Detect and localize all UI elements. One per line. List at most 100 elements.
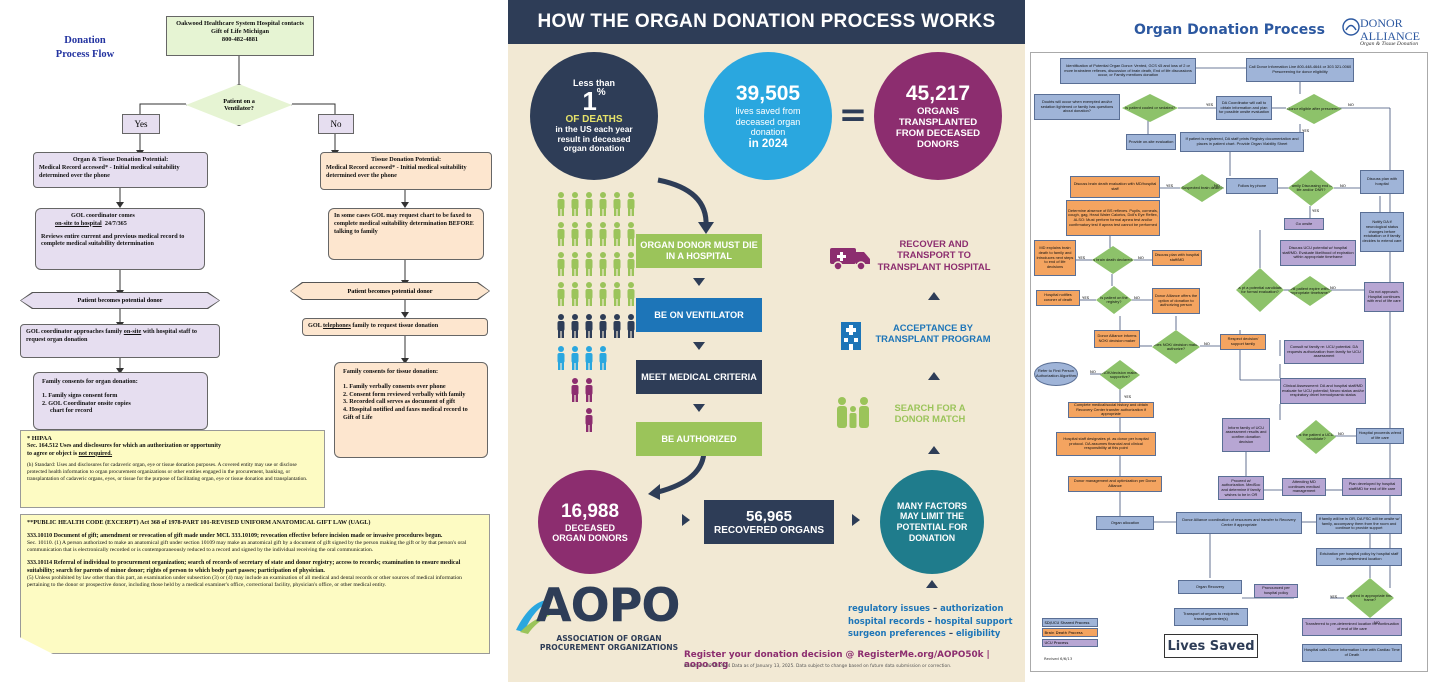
node-call-donor-line: Call Donor Information Line 800-448-4644… bbox=[1246, 58, 1354, 82]
gol-review-text: Reviews entire current and previous medi… bbox=[41, 232, 185, 248]
footnote: Based on OPTN 2024 Data as of January 13… bbox=[684, 664, 952, 669]
node-offers-option: Donor Alliance offers the option of dona… bbox=[1152, 288, 1200, 314]
lives-saved-box: Lives Saved bbox=[1164, 634, 1258, 658]
organ-tissue-potential-title: Organ & Tissue Donation Potential: bbox=[72, 156, 169, 163]
donation-process-title: Donation Process Flow bbox=[55, 35, 115, 60]
yes-label: Yes bbox=[122, 114, 160, 134]
lives-saved-circle: 39,505 lives saved from deceased organ d… bbox=[704, 52, 832, 180]
arrow-up-4 bbox=[926, 580, 938, 588]
legend-ucu: UCU Process bbox=[1042, 638, 1098, 648]
node-go-onsite: Go onsite bbox=[1284, 218, 1324, 230]
yes-label-6: YES bbox=[1082, 295, 1090, 300]
organ-donation-process-title: Organ Donation Process bbox=[1134, 22, 1325, 38]
flowchart-frame bbox=[1030, 52, 1428, 672]
yes-label-5: YES bbox=[1078, 255, 1086, 260]
chart-fax-box: In some cases GOL may request chart to b… bbox=[328, 208, 484, 260]
c3-text: ORGANS TRANSPLANTED FROM DECEASED DONORS bbox=[895, 105, 981, 151]
telephone-family-box: GOL telephones family to request tissue … bbox=[302, 318, 488, 336]
aopo-subtitle: ASSOCIATION OF ORGAN PROCUREMENT ORGANIZ… bbox=[539, 634, 679, 653]
tissue-consent-item-1: 1. Family verbally consents over phone bbox=[343, 382, 446, 390]
c4-number: 16,988 bbox=[560, 500, 620, 522]
no-label-4: NO bbox=[1340, 183, 1346, 188]
node-md-explains: MD explains brain death to family and in… bbox=[1034, 240, 1076, 276]
step-acceptance: ACCEPTANCE BY TRANSPLANT PROGRAM bbox=[875, 322, 991, 345]
factor-authorization: authorization bbox=[940, 603, 1004, 613]
many-factors-circle: MANY FACTORS MAY LIMIT THE POTENTIAL FOR… bbox=[880, 470, 984, 574]
aopo-swoosh-icon bbox=[516, 599, 552, 634]
code-p2-title: 333.10114 Referral of individual to proc… bbox=[27, 560, 461, 574]
logo-donor: DONOR bbox=[1360, 16, 1403, 30]
gol-line-b-wrap: on-site to hospital 24/7/365 bbox=[41, 220, 199, 228]
hospital-building-icon bbox=[841, 322, 861, 350]
node-follow-by-phone: Follow by phone bbox=[1226, 178, 1278, 194]
donor-alliance-panel: Organ Donation Process DONOR ALLIANCE Or… bbox=[1030, 0, 1438, 682]
tissue-potential-box: Tissue Donation Potential: Medical Recor… bbox=[320, 152, 492, 190]
factor-surgeon: surgeon preferences bbox=[848, 628, 946, 639]
factor-dash-3: – bbox=[948, 628, 954, 639]
yes-label-2: YES bbox=[1302, 128, 1310, 133]
node-da-coordination: Donor Alliance coordination of resources… bbox=[1176, 512, 1302, 534]
aopo-logo: AOPO bbox=[536, 578, 681, 632]
node-discuss-plan-staff: Discuss plan with hospital staff/MD bbox=[1152, 250, 1202, 266]
c3-number: 45,217 bbox=[905, 81, 971, 105]
recovered-text: RECOVERED ORGANS bbox=[713, 524, 824, 536]
yes-potential-donor-hex: Patient becomes potential donor bbox=[20, 292, 220, 309]
family-icon bbox=[837, 397, 869, 428]
gol-hours-text: 24/7/365 bbox=[104, 219, 127, 227]
approach-b: on-site bbox=[123, 328, 142, 335]
gol-coordinator-onsite-box: GOL coordinator comes on-site to hospita… bbox=[35, 208, 205, 270]
approach-a: GOL coordinator approaches family bbox=[26, 328, 123, 335]
approach-c: with hospital staff to request organ don… bbox=[26, 328, 197, 343]
yes-label-3: YES bbox=[1166, 183, 1174, 188]
node-first-person: Refer to First Person Authorization Algo… bbox=[1034, 362, 1078, 386]
gol-onsite-text: on-site to hospital bbox=[55, 219, 102, 227]
arrow-up-2 bbox=[928, 372, 940, 380]
equals-sign: = bbox=[838, 95, 868, 135]
node-complete-history: Complete medical/social history and obta… bbox=[1068, 402, 1154, 418]
tel-a: GOL bbox=[308, 322, 322, 329]
yes-label-11: NO bbox=[1330, 285, 1336, 290]
node-family-in-or: If family will be in OR, DA FSC will be … bbox=[1316, 514, 1402, 534]
no-label-7: NO bbox=[1204, 341, 1210, 346]
legend-brain-death: Brain Death Process bbox=[1042, 628, 1098, 638]
code-p1-title: 333.10110 Document of gift; amendment or… bbox=[27, 532, 443, 539]
node-organ-recovery: Organ Recovery bbox=[1178, 580, 1242, 594]
node-identification: Identification of Potential Organ Donor:… bbox=[1060, 58, 1196, 84]
step-authorized: BE AUTHORIZED bbox=[636, 422, 762, 456]
step-medical-criteria: MEET MEDICAL CRITERIA bbox=[636, 360, 762, 394]
yes-label-4: YES bbox=[1312, 208, 1320, 213]
node-pronounced: Pronounced per hospital policy bbox=[1254, 584, 1298, 598]
tissue-potential-body: Medical Record accessed* - Initial medic… bbox=[326, 163, 467, 179]
tissue-consent-item-2: 2. Consent form reviewed verbally with f… bbox=[343, 390, 466, 398]
tissue-consent-box: Family consents for tissue donation: 1. … bbox=[334, 362, 488, 458]
step-recover-transport: RECOVER AND TRANSPORT TO TRANSPLANT HOSP… bbox=[877, 238, 991, 272]
node-da-coordinator-call: DA Coordinator will call to obtain infor… bbox=[1216, 96, 1272, 120]
node-notify-da: Notify DA if neurological status changes… bbox=[1360, 212, 1404, 252]
node-do-not-approach: Do not approach. Hospital continues with… bbox=[1364, 282, 1404, 312]
node-coroner: Hospital notifies coroner of death bbox=[1036, 290, 1080, 306]
node-doubts: Doubts will occur when exempted and/or s… bbox=[1034, 94, 1120, 120]
logo-alliance: ALLIANCE bbox=[1360, 28, 1420, 43]
organ-consent-item-3: chart for record bbox=[50, 407, 93, 415]
register-line: Register your donation decision @ Regist… bbox=[684, 650, 990, 670]
legend-shared: SD/UCU Shared Process bbox=[1042, 618, 1098, 627]
organs-transplanted-circle: 45,217 ORGANS TRANSPLANTED FROM DECEASED… bbox=[874, 52, 1002, 180]
arrow-right-1 bbox=[682, 514, 690, 526]
node-hospital-proceeds: Hospital proceeds w/end of life care bbox=[1356, 428, 1404, 444]
factor-hospital-support: hospital support bbox=[934, 615, 1013, 626]
node-informs-nok: Donor Alliance informs NOK/ decision mak… bbox=[1094, 330, 1140, 348]
node-extubation: Extubation per hospital policy by hospit… bbox=[1316, 548, 1402, 566]
factor-dash-2: – bbox=[927, 615, 932, 626]
node-discuss-brain-death: Discuss brain death evaluation with MD/h… bbox=[1070, 176, 1160, 198]
arrow-up-1 bbox=[928, 292, 940, 300]
c5-text: MANY FACTORS MAY LIMIT THE POTENTIAL FOR… bbox=[896, 500, 968, 543]
factor-eligibility: eligibility bbox=[955, 628, 1001, 639]
no-label-10: NO bbox=[1338, 431, 1344, 436]
yes-label-9: YES bbox=[1124, 394, 1132, 399]
factor-row-1: regulatory issues – authorization bbox=[848, 602, 1024, 615]
hipaa-line2a: to agree or object is bbox=[27, 450, 78, 457]
organ-tissue-potential-box: Organ & Tissue Donation Potential: Medic… bbox=[33, 152, 208, 188]
c2-year: in 2024 bbox=[748, 137, 788, 150]
less-than-1-percent-circle: Less than 1% OF DEATHS in the US each ye… bbox=[530, 52, 658, 180]
node-consult-family: Consult w/ family re: UCU potential. DA … bbox=[1284, 340, 1364, 364]
